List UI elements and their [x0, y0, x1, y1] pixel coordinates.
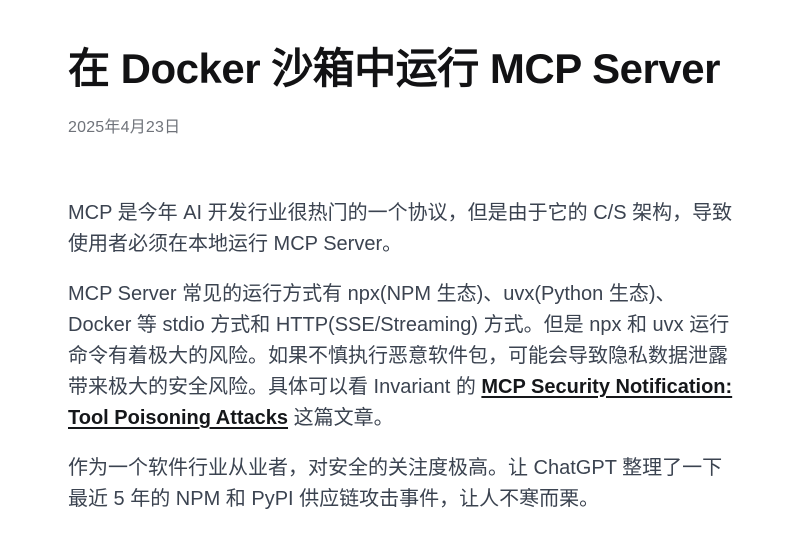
paragraph-text-after-link: 这篇文章。 [288, 407, 394, 429]
paragraph-run-modes: MCP Server 常见的运行方式有 npx(NPM 生态)、uvx(Pyth… [68, 279, 736, 434]
article-header: 在 Docker 沙箱中运行 MCP Server 2025年4月23日 [68, 46, 736, 140]
article-body: MCP 是今年 AI 开发行业很热门的一个协议，但是由于它的 C/S 架构，导致… [68, 198, 736, 515]
paragraph-text-before-link: MCP Server 常见的运行方式有 npx(NPM 生态)、uvx(Pyth… [68, 283, 730, 398]
mcp-security-notification-link[interactable]: MCP Security Notification: Tool Poisonin… [68, 376, 733, 429]
publish-date: 2025年4月23日 [68, 119, 181, 136]
paragraph-supply-chain: 作为一个软件行业从业者，对安全的关注度极高。让 ChatGPT 整理了一下最近 … [68, 457, 723, 510]
paragraph-intro: MCP 是今年 AI 开发行业很热门的一个协议，但是由于它的 C/S 架构，导致… [68, 202, 733, 255]
page-title: 在 Docker 沙箱中运行 MCP Server [68, 45, 720, 92]
